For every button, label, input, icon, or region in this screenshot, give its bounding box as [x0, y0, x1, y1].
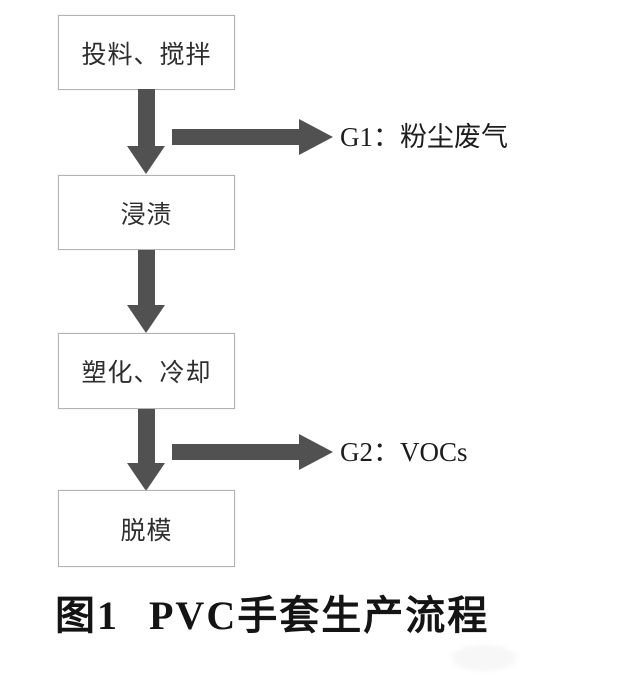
- down-arrow-1: [127, 89, 165, 174]
- process-box-label: 塑化、冷却: [81, 360, 212, 387]
- process-box-feeding-mixing: 投料、搅拌: [58, 15, 235, 90]
- down-arrow-shaft: [137, 250, 155, 305]
- right-arrow-head: [299, 119, 333, 155]
- scan-smudge: [452, 645, 516, 671]
- down-arrow-head: [127, 146, 165, 174]
- emission-arrow-g2: [172, 434, 333, 470]
- down-arrow-2: [127, 250, 165, 333]
- emission-arrow-g1: [172, 119, 333, 155]
- figure-title: PVC手套生产流程: [149, 593, 490, 638]
- process-box-label: 脱模: [120, 517, 173, 545]
- figure-number: 图1: [55, 593, 119, 638]
- right-arrow-shaft: [172, 129, 299, 145]
- process-box-demolding: 脱模: [58, 490, 235, 567]
- emission-label-g2: G2：VOCs: [340, 437, 468, 467]
- process-box-plasticizing-cooling: 塑化、冷却: [58, 333, 235, 409]
- emission-label-g1: G1：粉尘废气: [340, 122, 508, 152]
- process-box-label: 投料、搅拌: [81, 41, 212, 69]
- down-arrow-shaft: [137, 409, 155, 463]
- figure-caption: 图1 PVC手套生产流程: [55, 583, 489, 641]
- right-arrow-shaft: [172, 444, 299, 460]
- down-arrow-3: [127, 409, 165, 491]
- process-box-dipping: 浸渍: [58, 175, 235, 250]
- down-arrow-head: [127, 305, 165, 333]
- down-arrow-head: [127, 463, 165, 491]
- right-arrow-head: [299, 434, 333, 470]
- down-arrow-shaft: [137, 89, 155, 146]
- process-box-label: 浸渍: [120, 201, 173, 229]
